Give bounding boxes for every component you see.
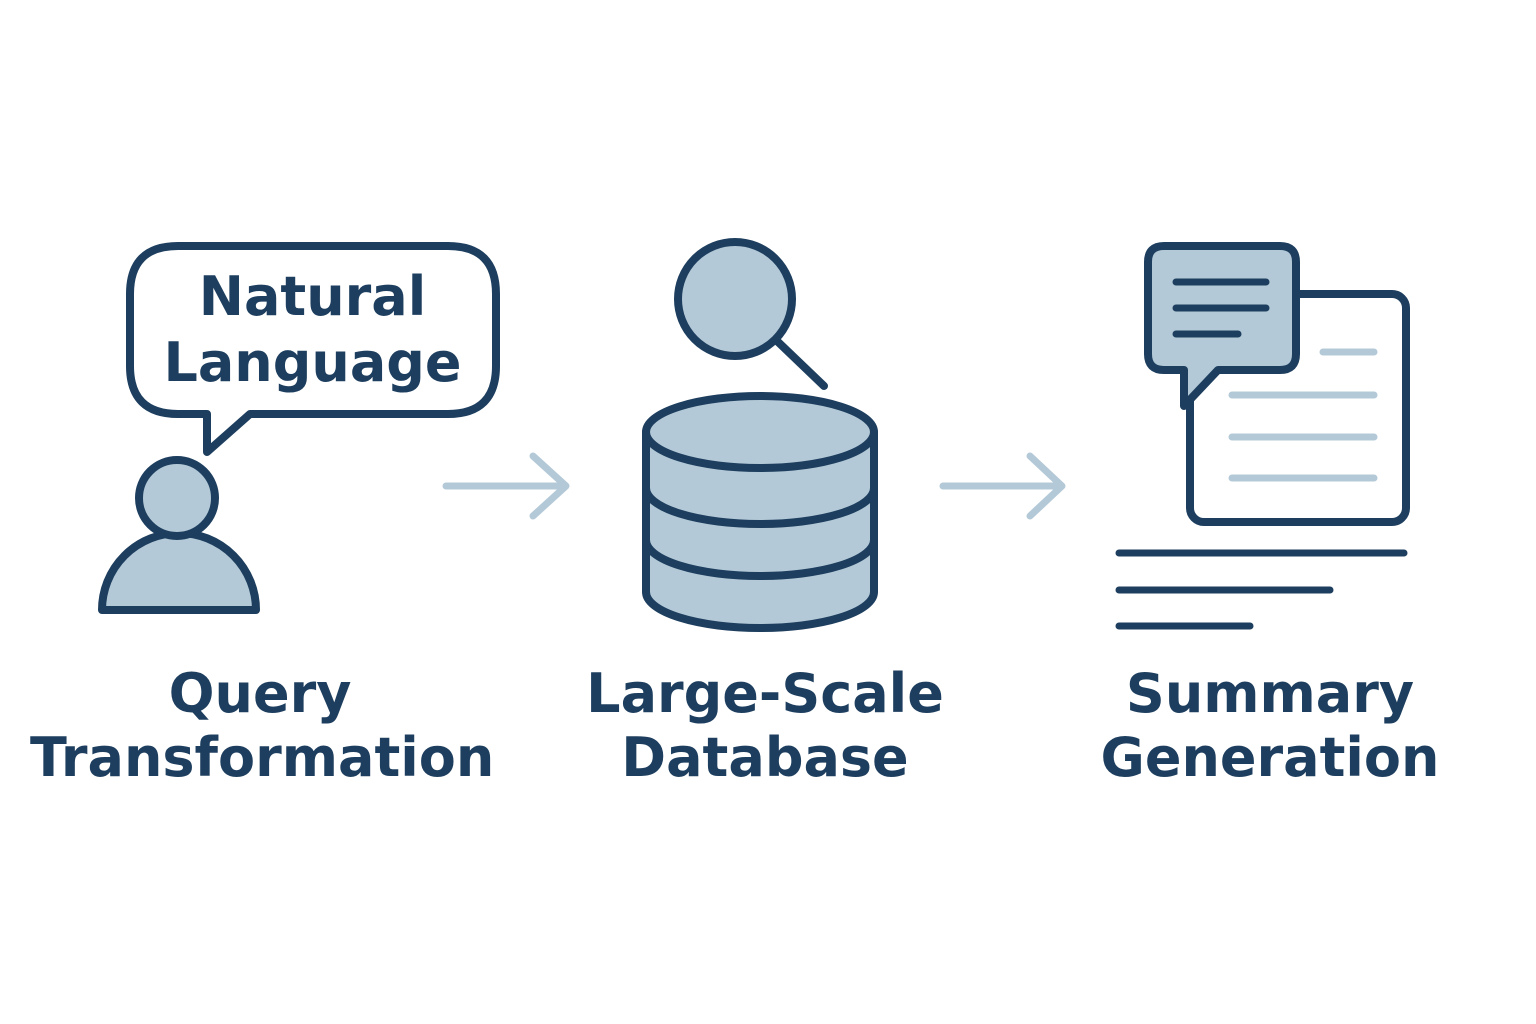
speech-bubble-icon (126, 242, 500, 456)
step-label-query-transformation: Query Transformation (30, 662, 495, 790)
step-label-line: Transformation (30, 726, 495, 789)
step-label-summary-generation: Summary Generation (1070, 662, 1470, 790)
user-icon (98, 456, 260, 614)
summary-lines-icon (1115, 549, 1408, 630)
step-label-line: Summary (1125, 662, 1415, 725)
step-label-line: Generation (1100, 726, 1440, 789)
database-icon (642, 392, 878, 632)
step-label-line: Query (168, 662, 352, 725)
step-label-line: Database (621, 726, 909, 789)
arrow-right-icon (442, 452, 570, 520)
bubble-text-line1: Natural (198, 265, 427, 328)
bubble-text-line2: Language (163, 331, 462, 394)
step-label-large-scale-database: Large-Scale Database (560, 662, 970, 790)
arrow-right-icon (939, 452, 1066, 520)
magnifier-icon (674, 238, 828, 390)
step-label-line: Large-Scale (586, 662, 944, 725)
chat-bubble-icon (1144, 242, 1300, 410)
